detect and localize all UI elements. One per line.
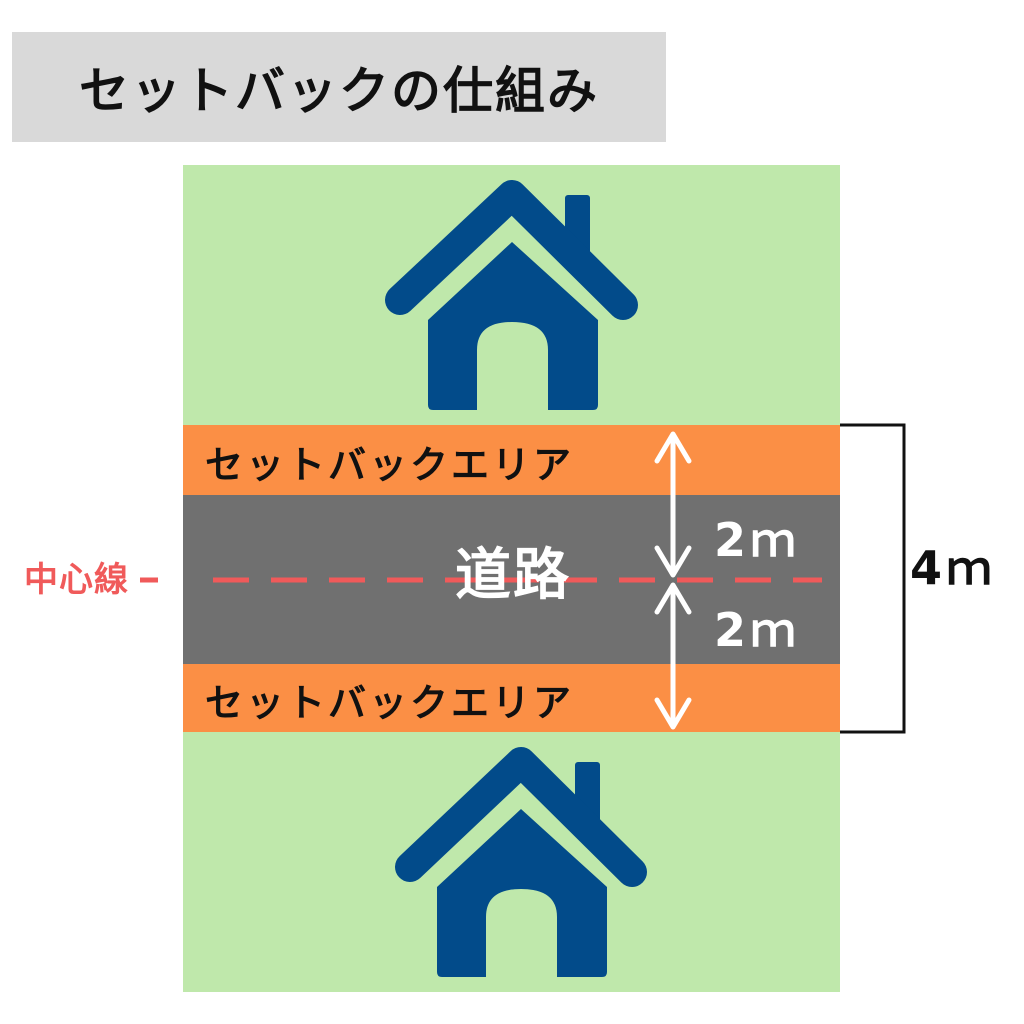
arrow-lower bbox=[654, 582, 692, 730]
road-label: 道路 bbox=[455, 543, 571, 608]
total-width-bracket bbox=[840, 423, 906, 734]
setback-area-top bbox=[183, 425, 840, 495]
house-icon bbox=[395, 747, 647, 977]
page-title: セットバックの仕組み bbox=[79, 62, 599, 120]
setback-area-label-top: セットバックエリア bbox=[205, 443, 575, 487]
centerline-label: 中心線 bbox=[24, 560, 129, 600]
half-width-label-top: 2ｍ bbox=[714, 513, 801, 567]
title-box: セットバックの仕組み bbox=[12, 32, 666, 142]
house-icon bbox=[385, 180, 638, 410]
arrow-upper bbox=[654, 431, 692, 578]
setback-area-bottom bbox=[183, 664, 840, 732]
setback-area-label-bottom: セットバックエリア bbox=[205, 681, 575, 725]
half-width-label-bottom: 2ｍ bbox=[714, 603, 801, 657]
total-width-label: 4ｍ bbox=[910, 541, 997, 595]
